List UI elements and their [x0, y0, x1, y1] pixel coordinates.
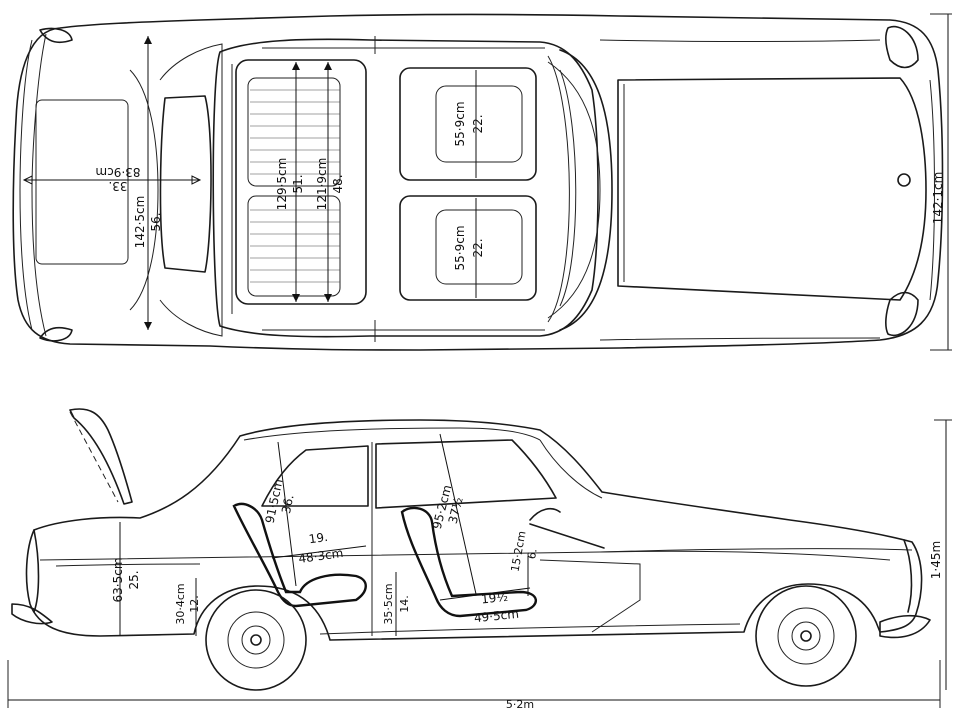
side-front-lamp — [903, 539, 913, 613]
side-label-rear-headroom: 91·5cm 36. — [263, 478, 297, 525]
top-overall-width-cm: 142·1cm — [931, 172, 945, 225]
side-label-bumper-height: 30·4cm 12. — [174, 583, 201, 624]
top-front-lower-cm: 55·9cm — [453, 225, 467, 270]
top-label-front-seat-lower: 55·9cm 22. — [453, 225, 485, 270]
side-front-window — [375, 439, 557, 509]
top-rear-seat-cm: 129·5cm — [275, 158, 289, 211]
side-floor-height-in: 14. — [398, 595, 411, 613]
top-front-left-lamp — [885, 25, 919, 69]
top-bonnet — [617, 77, 927, 301]
side-label-boot-height: 63·5cm 25. — [111, 557, 141, 602]
side-view — [11, 408, 931, 691]
side-boot-height-cm: 63·5cm — [111, 557, 125, 602]
side-dimensions — [7, 419, 952, 708]
side-rear-lamp — [33, 529, 40, 613]
top-label-rear-seat-width2: 121·9cm 48. — [315, 158, 345, 211]
side-label-front-seat-height: 15·2cm 6. — [509, 530, 540, 573]
top-bonnet-mascot — [897, 173, 911, 187]
top-label-overall-width: 142·1cm — [931, 172, 945, 225]
side-label-front-headroom: 95·2cm 37½ — [430, 483, 466, 530]
top-front-upper-cm: 55·9cm — [453, 101, 467, 146]
side-trim-line — [55, 563, 201, 567]
side-rear-headroom-in: 36. — [279, 493, 297, 515]
top-rear-seat-in: 51. — [291, 174, 305, 193]
side-front-legroom-cm: 49·5cm — [473, 607, 519, 626]
side-front-bumper — [879, 614, 931, 639]
top-front-seat-upper — [399, 67, 537, 181]
side-front-wheel — [755, 585, 857, 687]
top-label-width-front: 33. 83·9cm — [95, 165, 140, 193]
top-rear-bumper — [19, 39, 33, 331]
side-overall-height: 1·45m — [929, 541, 943, 579]
top-label-bonnet-length: 142·5cm 56. — [133, 196, 163, 249]
top-front-right-lamp — [885, 291, 919, 337]
top-width-front-cm: 83·9cm — [95, 165, 140, 179]
top-front-lower-in: 22. — [471, 238, 485, 257]
side-body-outline — [25, 419, 923, 641]
top-label-front-seat-upper: 55·9cm 22. — [453, 101, 485, 146]
side-rear-seat — [232, 502, 367, 608]
top-body-outline — [12, 13, 944, 351]
top-length-in: 56. — [149, 212, 163, 231]
side-front-seat-height-in: 6. — [525, 548, 540, 561]
top-rear-window — [159, 95, 212, 273]
top-rear-left-corner — [39, 27, 73, 44]
top-front-upper-in: 22. — [471, 114, 485, 133]
top-windscreen — [559, 49, 613, 331]
top-rear-seat — [235, 59, 367, 305]
side-rear-legroom-in: 19. — [308, 530, 329, 547]
side-front-seat — [400, 506, 537, 618]
side-label-overall-height: 1·45m — [929, 541, 943, 579]
top-rear-right-corner — [39, 326, 73, 342]
side-overall-length: 5·2m — [506, 698, 534, 709]
top-rear-seat-pleats — [250, 89, 340, 283]
side-label-floor-height: 35·5cm 14. — [382, 583, 411, 624]
top-width-front-in: 33. — [108, 179, 127, 193]
side-rear-wheel — [205, 589, 307, 691]
side-open-boot-lid — [69, 408, 133, 505]
top-rear-seat2-cm: 121·9cm — [315, 158, 329, 211]
side-rear-legroom-cm: 48·3cm — [298, 546, 345, 566]
side-boot-height-in: 25. — [127, 570, 141, 589]
top-dimensions — [22, 13, 952, 351]
side-front-legroom-in: 19½ — [480, 590, 508, 607]
side-bumper-height-cm: 30·4cm — [174, 583, 187, 624]
side-label-rear-legroom: 19. 48·3cm — [298, 530, 345, 566]
side-rear-window — [261, 445, 369, 507]
side-label-front-legroom: 19½ 49·5cm — [473, 590, 519, 626]
top-view — [12, 13, 944, 351]
side-floor-height-cm: 35·5cm — [382, 583, 395, 624]
top-boot-lid — [35, 99, 129, 265]
top-cabin-outline — [212, 38, 599, 338]
side-front-headroom-in: 37½ — [446, 496, 466, 525]
top-length-cm: 142·5cm — [133, 196, 147, 249]
side-rear-bumper — [11, 603, 53, 625]
top-rear-seat2-in: 48. — [331, 174, 345, 193]
top-front-seat-lower — [399, 195, 537, 301]
top-label-rear-seat-width: 129·5cm 51. — [275, 158, 305, 211]
side-bumper-height-in: 12. — [188, 595, 201, 613]
side-steering-wheel — [529, 507, 561, 521]
